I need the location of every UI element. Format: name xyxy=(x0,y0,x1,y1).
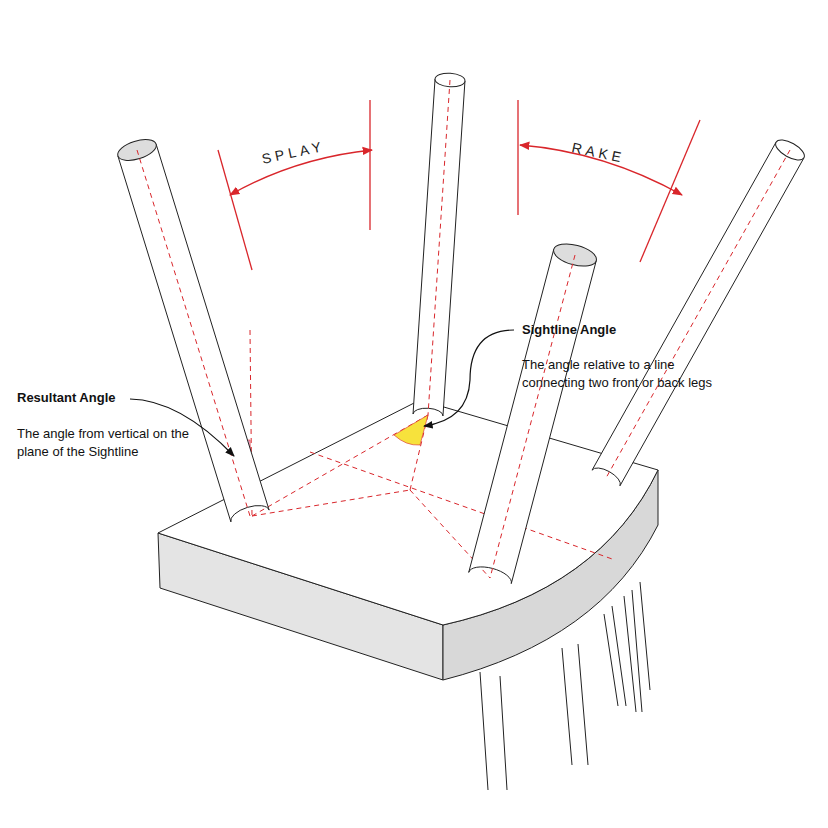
leg xyxy=(469,240,599,584)
leg xyxy=(115,136,269,522)
angle-label: SPLAY xyxy=(260,137,326,168)
angle-label: RAKE xyxy=(570,138,627,167)
leg-body xyxy=(118,144,269,522)
callout-text: The angle from vertical on the plane of … xyxy=(17,425,207,461)
leg-axis xyxy=(428,80,450,415)
leg-body xyxy=(592,142,804,486)
sightline-wedge xyxy=(394,415,428,445)
leg-body xyxy=(413,79,465,416)
callout-text: The angle relative to a line connecting … xyxy=(522,356,740,392)
legs xyxy=(115,72,807,583)
leg xyxy=(413,72,465,416)
leg xyxy=(592,136,807,486)
callout-heading: Resultant Angle xyxy=(17,389,177,407)
leg-axis xyxy=(490,255,575,578)
angle-guides xyxy=(218,100,700,270)
leg-body xyxy=(469,249,597,583)
leg-axis xyxy=(606,150,790,478)
callout-heading: Sightline Angle xyxy=(522,321,742,339)
leader-line xyxy=(424,330,514,426)
